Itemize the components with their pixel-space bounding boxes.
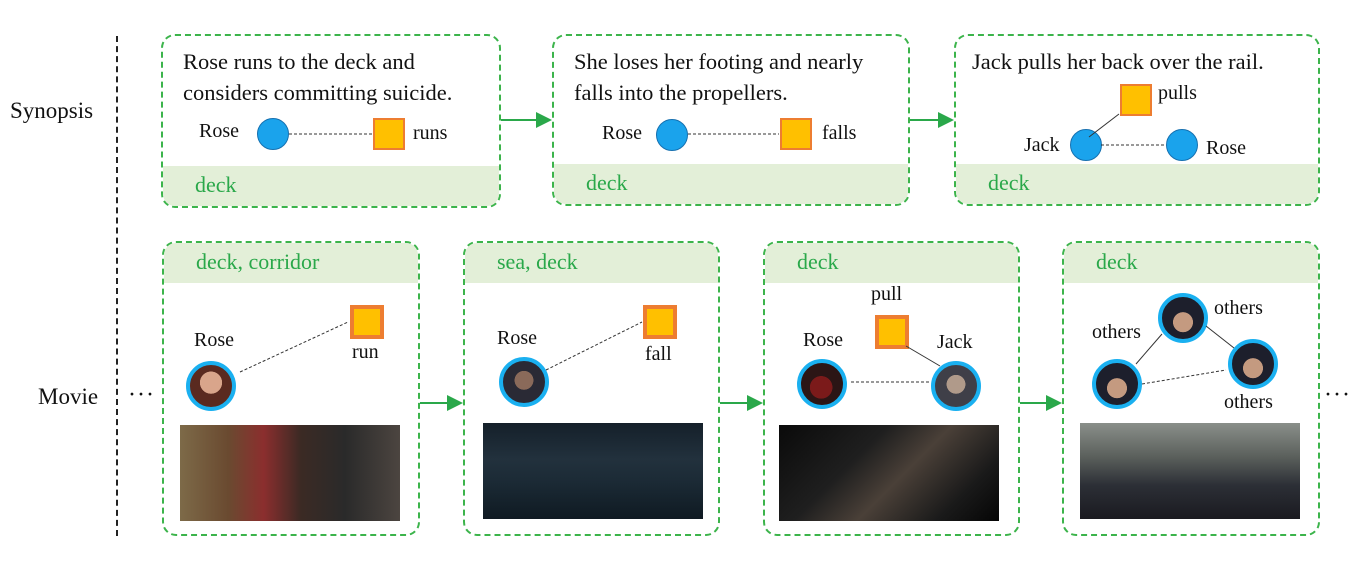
synopsis-text: Rose runs to the deck and considers comm… (183, 49, 453, 105)
movie-box-2: sea, deck Rose fall (463, 241, 720, 536)
place-label: sea, deck (497, 249, 578, 274)
action-label: pulls (1158, 82, 1197, 104)
synopsis-box-3: Jack pulls her back over the rail. pulls… (954, 34, 1320, 206)
action-label: run (352, 341, 379, 363)
character-face (797, 359, 847, 409)
action-node (1120, 84, 1152, 116)
place-band: deck (163, 166, 499, 206)
synopsis-box-2: She loses her footing and nearly falls i… (552, 34, 910, 206)
place-band: deck (765, 243, 1018, 283)
scene-frame (180, 425, 400, 521)
place-band: sea, deck (465, 243, 718, 283)
character-node (656, 119, 688, 151)
action-node (643, 305, 677, 339)
movie-box-1: deck, corridor Rose run (162, 241, 420, 536)
action-label: fall (645, 343, 672, 365)
character-label: Rose (199, 120, 239, 142)
place-band: deck (956, 164, 1318, 204)
action-node (875, 315, 909, 349)
character-face (186, 361, 236, 411)
character-label: Rose (497, 327, 537, 349)
place-band: deck (1064, 243, 1318, 283)
action-node (780, 118, 812, 150)
scene-frame (1080, 423, 1300, 519)
action-label: runs (413, 122, 448, 144)
scene-frame (483, 423, 703, 519)
character-face (1092, 359, 1142, 409)
synopsis-box-1: Rose runs to the deck and considers comm… (161, 34, 501, 208)
character-label: Jack (1024, 134, 1060, 156)
place-label: deck, corridor (196, 249, 320, 274)
character-node (257, 118, 289, 150)
character-face (1158, 293, 1208, 343)
action-node (373, 118, 405, 150)
synopsis-row-label: Synopsis (10, 98, 94, 123)
scene-frame (779, 425, 999, 521)
place-band: deck, corridor (164, 243, 418, 283)
character-label: Rose (1206, 137, 1246, 159)
character-face (931, 361, 981, 411)
character-node (1166, 129, 1198, 161)
place-label: deck (195, 172, 237, 197)
character-face (499, 357, 549, 407)
movie-box-4: deck others others others (1062, 241, 1320, 536)
divider-line (116, 36, 118, 536)
synopsis-text: She loses her footing and nearly falls i… (574, 49, 864, 105)
place-label: deck (586, 170, 628, 195)
character-node (1070, 129, 1102, 161)
ellipsis-left: ··· (128, 382, 155, 408)
character-label: Jack (937, 331, 973, 353)
character-label: Rose (194, 329, 234, 351)
place-label: deck (797, 249, 839, 274)
action-node (350, 305, 384, 339)
synopsis-text: Jack pulls her back over the rail. (972, 49, 1264, 74)
place-band: deck (554, 164, 908, 204)
character-label: Rose (602, 122, 642, 144)
movie-box-3: deck pull Rose Jack (763, 241, 1020, 536)
action-label: pull (871, 283, 903, 305)
character-face (1228, 339, 1278, 389)
action-label: falls (822, 122, 857, 144)
place-label: deck (1096, 249, 1138, 274)
character-label: Rose (803, 329, 843, 351)
character-label: others (1214, 297, 1263, 319)
movie-row-label: Movie (38, 384, 99, 409)
character-label: others (1092, 321, 1141, 343)
character-label: others (1224, 391, 1273, 413)
ellipsis-right: ··· (1324, 382, 1351, 408)
place-label: deck (988, 170, 1030, 195)
